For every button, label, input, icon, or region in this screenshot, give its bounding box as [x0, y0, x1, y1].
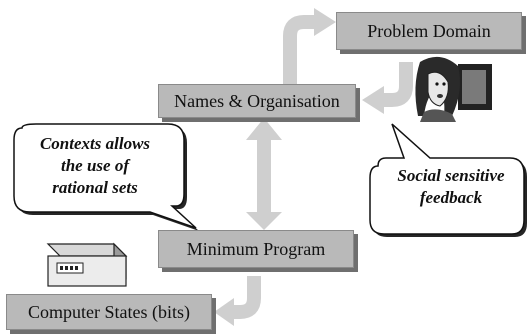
- node-problem-domain-label: Problem Domain: [367, 20, 491, 41]
- callout-right-bubble: [369, 123, 527, 237]
- arrow-names-minprog-bidirectional: [246, 118, 282, 230]
- node-minimum-program: Minimum Program: [158, 230, 354, 268]
- arrow-problem-to-names: [362, 62, 413, 114]
- arrow-minprog-to-states: [214, 276, 261, 326]
- callout-left-bubble: [13, 123, 199, 231]
- callout-left-line: Contexts allows: [39, 134, 151, 153]
- node-problem-domain: Problem Domain: [336, 12, 522, 50]
- node-names-organisation: Names & Organisation: [158, 84, 356, 118]
- callout-left-line: rational sets: [52, 178, 138, 197]
- callout-right-line: feedback: [419, 188, 483, 207]
- callout-right-text: Social sensitive feedback: [382, 165, 520, 209]
- computer-device-icon: [46, 242, 128, 287]
- node-computer-states: Computer States (bits): [6, 294, 212, 330]
- node-minimum-program-label: Minimum Program: [186, 238, 326, 259]
- callout-right-line: Social sensitive: [397, 166, 505, 185]
- callout-left-text: Contexts allows the use of rational sets: [20, 133, 170, 199]
- callout-left-line: the use of: [61, 156, 129, 175]
- node-names-organisation-label: Names & Organisation: [174, 90, 340, 111]
- woman-at-computer-icon: [415, 56, 492, 122]
- node-computer-states-label: Computer States (bits): [28, 301, 190, 322]
- arrow-names-to-problem: [283, 8, 336, 84]
